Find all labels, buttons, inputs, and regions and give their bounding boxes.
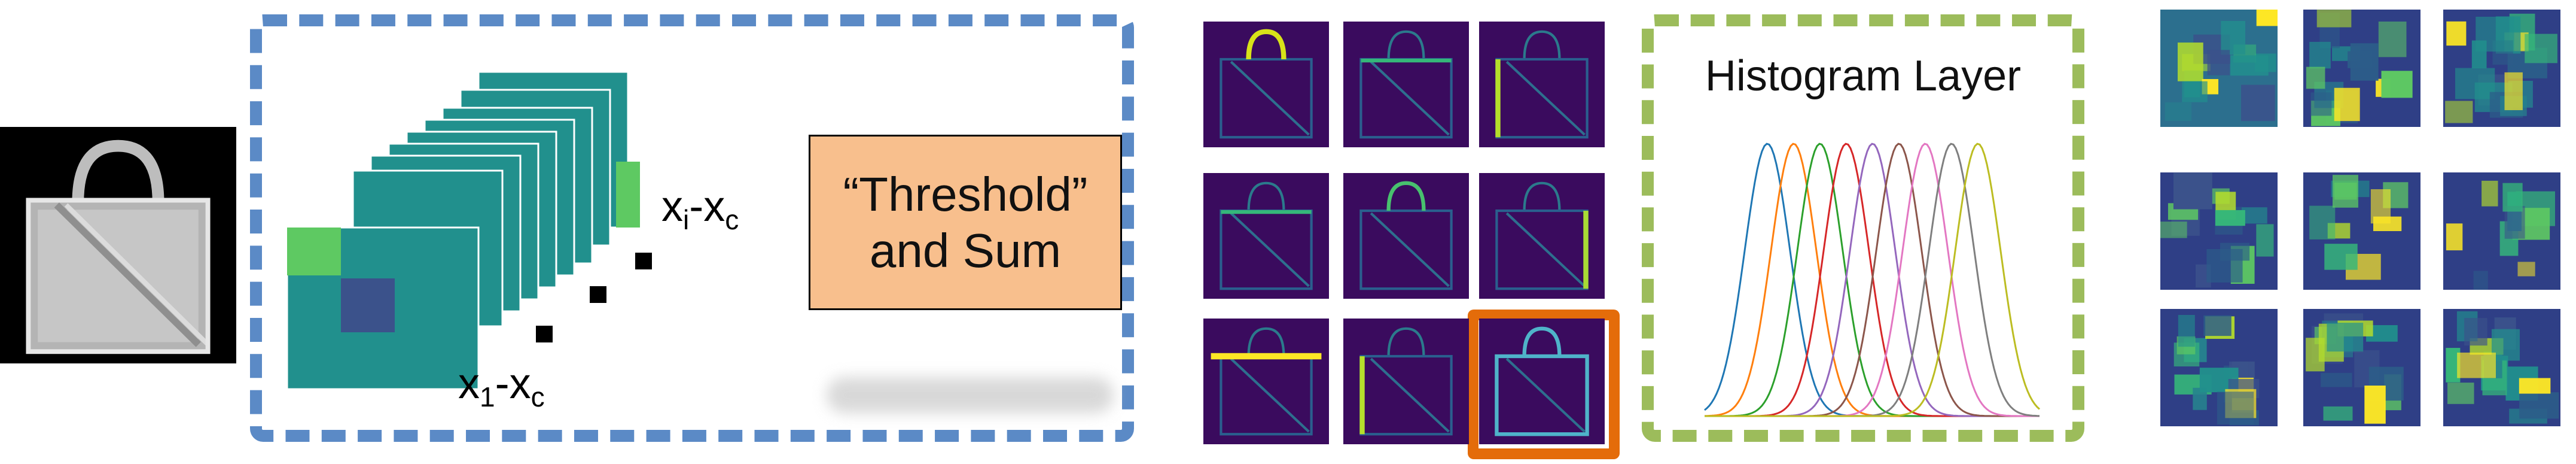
feature-map-tile (2303, 172, 2420, 290)
kernel-stack (286, 71, 640, 390)
edge-map-tile (1343, 319, 1469, 444)
edge-map-tile (1343, 22, 1469, 147)
histogram-bin-curve (1705, 142, 2041, 417)
histogram-layer-frame (1642, 14, 2084, 442)
histogram-layer-title: Histogram Layer (1705, 52, 2022, 100)
feature-map-tile (2303, 10, 2420, 127)
edge-map-tile (1343, 173, 1469, 299)
kernel-label-ith: xi-xc (661, 183, 739, 235)
kernel-label-first: x1-xc (458, 360, 545, 413)
feature-map-tile (2160, 172, 2278, 290)
feature-map-tile (2160, 10, 2278, 127)
edge-map-tile (1203, 319, 1329, 444)
threshold-label: “Threshold” (843, 167, 1088, 221)
feature-map-tile (2303, 309, 2420, 426)
feature-map-tile (2160, 309, 2278, 426)
sum-label: and Sum (869, 223, 1062, 277)
feature-map-tile (2443, 10, 2560, 127)
blurred-bar (827, 377, 1114, 413)
histogram-rbf-curves (1704, 142, 2041, 417)
edge-map-tile (1479, 173, 1605, 299)
threshold-sum-box: “Threshold” and Sum (809, 135, 1122, 310)
ellipsis-dot (590, 286, 606, 303)
selected-edge-map-highlight (1468, 310, 1620, 459)
input-handbag-image (0, 127, 236, 363)
ellipsis-dot (536, 326, 553, 342)
edge-map-tile (1203, 22, 1329, 147)
ellipsis-dot (635, 253, 652, 269)
convolution-block-frame (250, 14, 1134, 442)
edge-map-tile (1203, 173, 1329, 299)
kernel-layer-front (286, 226, 480, 390)
feature-map-tile (2443, 309, 2560, 426)
edge-map-tile (1479, 22, 1605, 147)
feature-map-tile (2443, 172, 2560, 290)
edge-map-tile (1479, 319, 1605, 444)
